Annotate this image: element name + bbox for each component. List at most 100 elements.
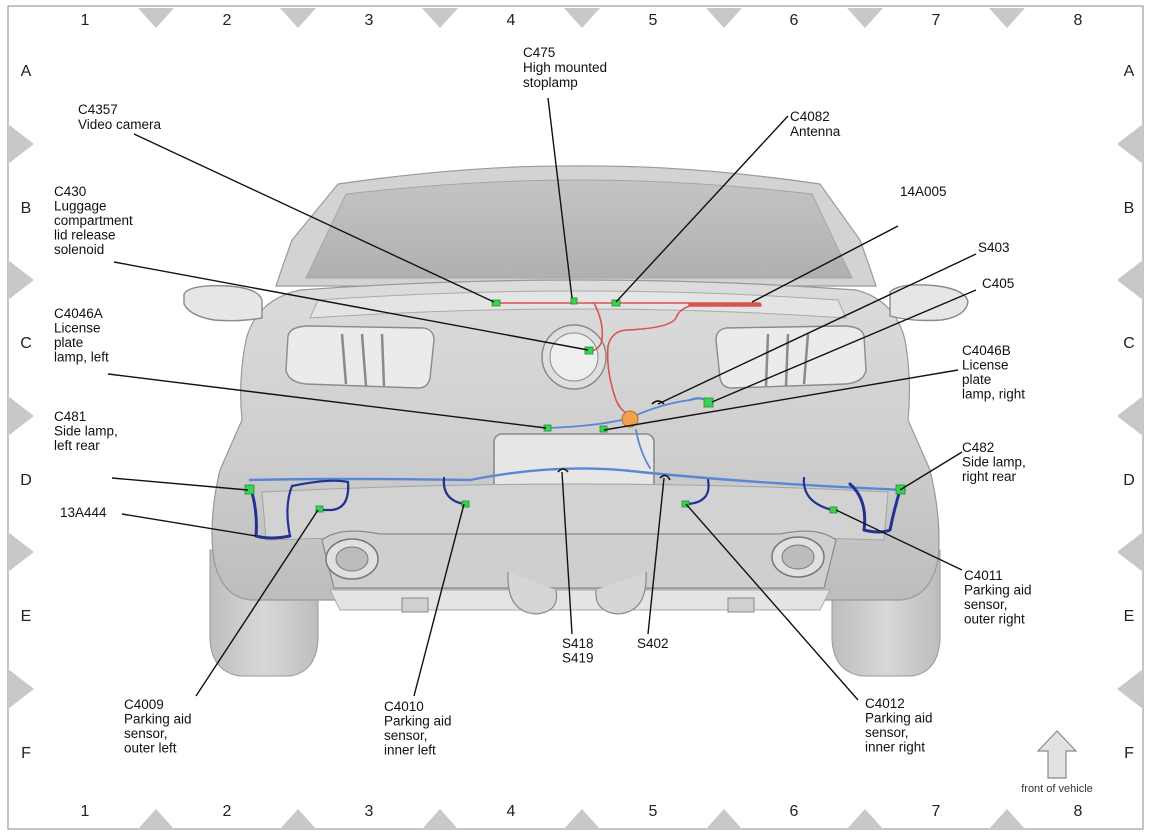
callout-c481: C481 Side lamp, left rear	[54, 409, 122, 453]
column-label-top-1: 1	[81, 12, 90, 29]
callout-s403: S403	[978, 240, 1010, 255]
splice-marks	[557, 400, 671, 481]
leader-s402	[647, 477, 665, 635]
left-taillight	[285, 325, 435, 389]
column-label-bottom-8: 8	[1074, 803, 1083, 820]
callout-c4082: C4082 Antenna	[790, 109, 841, 139]
grid-marker-top-7	[989, 8, 1025, 28]
callout-c4046b: C4046B License plate lamp, right	[962, 343, 1025, 402]
column-label-bottom-2: 2	[223, 803, 232, 820]
grid-marker-top-2	[280, 8, 316, 28]
grid-marker-bottom-4	[564, 809, 600, 829]
blue-harness-main	[248, 467, 907, 492]
leader-c4082	[615, 115, 789, 303]
leader-c481	[111, 477, 249, 491]
grid-marker-right-3	[1117, 396, 1143, 436]
deck-lid	[309, 290, 847, 319]
leader-c4357	[133, 133, 495, 303]
grid-marker-bottom-2	[280, 809, 316, 829]
grid-marker-bottom-6	[847, 809, 883, 829]
grid-labels: 1 2 3 4 5 6 7 8 1 2 3 4 5 6 7 8 A B C D …	[20, 12, 1135, 820]
splice-s403	[621, 410, 639, 428]
leader-c475	[547, 97, 573, 299]
leader-c4009	[195, 509, 319, 697]
dark-blue-harness-right	[848, 482, 902, 534]
column-label-bottom-7: 7	[932, 803, 941, 820]
grid-marker-top-3	[422, 8, 458, 28]
right-taillight	[715, 325, 867, 389]
row-label-right-f: F	[1124, 745, 1134, 762]
connector-c4011	[829, 506, 838, 514]
left-mirror	[183, 284, 263, 322]
grid-marker-top-4	[564, 8, 600, 28]
callout-c4009: C4009 Parking aid sensor, outer left	[124, 697, 195, 756]
grid-marker-top-6	[847, 8, 883, 28]
grid-marker-right-4	[1117, 532, 1143, 572]
callout-s418-s419: S418 S419	[562, 636, 597, 666]
callout-c482: C482 Side lamp, right rear	[962, 440, 1030, 484]
callout-c4012: C4012 Parking aid sensor, inner right	[865, 696, 936, 755]
leader-s418	[561, 471, 573, 635]
row-label-left-d: D	[20, 472, 32, 489]
connector-c4082	[611, 299, 621, 307]
column-label-top-6: 6	[790, 12, 799, 29]
grid-marker-top-5	[706, 8, 742, 28]
row-label-right-e: E	[1124, 608, 1135, 625]
callout-c430: C430 Luggage compartment lid release sol…	[54, 184, 137, 257]
row-label-left-c: C	[20, 335, 32, 352]
grid-marker-bottom-7	[989, 809, 1025, 829]
leader-c4046b	[603, 369, 959, 431]
column-label-top-8: 8	[1074, 12, 1083, 29]
row-label-right-c: C	[1123, 335, 1135, 352]
column-label-bottom-4: 4	[507, 803, 516, 820]
grid-marker-right-5	[1117, 669, 1143, 709]
grid-marker-left-2	[8, 260, 34, 300]
row-label-right-a: A	[1124, 63, 1135, 80]
column-label-top-2: 2	[223, 12, 232, 29]
callout-c4011: C4011 Parking aid sensor, outer right	[964, 568, 1035, 627]
rear-diffuser	[321, 530, 837, 589]
grid-marker-top-1	[138, 8, 174, 28]
rear-window	[305, 179, 853, 279]
callout-c4046a: C4046A License plate lamp, left	[54, 306, 109, 365]
grid-marker-left-4	[8, 532, 34, 572]
column-label-top-4: 4	[507, 12, 516, 29]
leader-c405	[711, 289, 977, 403]
column-label-top-5: 5	[649, 12, 658, 29]
connector-c4010	[461, 500, 470, 508]
connector-c405	[703, 397, 714, 408]
grid-marker-right-2	[1117, 260, 1143, 300]
grid-marker-right-1	[1117, 124, 1143, 164]
leader-13a444	[121, 513, 257, 537]
callout-labels: C475 High mounted stoplamp C4357 Video c…	[54, 45, 1035, 758]
grid-marker-left-1	[8, 124, 34, 164]
leader-14a005	[751, 225, 899, 303]
front-of-vehicle-indicator: front of vehicle	[1021, 730, 1093, 795]
vehicle-rear-illustration	[183, 165, 969, 677]
callout-14a005: 14A005	[900, 184, 947, 199]
callout-c475: C475 High mounted stoplamp	[523, 45, 611, 90]
callout-c4010: C4010 Parking aid sensor, inner left	[384, 699, 455, 758]
grid-marker-left-3	[8, 396, 34, 436]
row-label-left-e: E	[21, 608, 32, 625]
leader-c4010	[413, 503, 465, 697]
callout-s402: S402	[637, 636, 669, 651]
row-label-left-a: A	[21, 63, 32, 80]
front-of-vehicle-label: front of vehicle	[1021, 783, 1093, 795]
row-label-left-b: B	[21, 200, 32, 217]
connector-c430	[584, 346, 594, 355]
callout-13a444: 13A444	[60, 505, 107, 520]
column-label-bottom-5: 5	[649, 803, 658, 820]
grid-markers	[8, 8, 1143, 829]
column-label-bottom-3: 3	[365, 803, 374, 820]
leader-lines	[107, 97, 977, 701]
up-arrow-icon	[1036, 730, 1078, 779]
column-label-top-7: 7	[932, 12, 941, 29]
leader-c4012	[685, 503, 859, 701]
connector-c4357	[491, 299, 501, 307]
leader-s403	[657, 253, 977, 405]
column-label-top-3: 3	[365, 12, 374, 29]
leader-c482	[899, 451, 963, 491]
grid-marker-bottom-3	[422, 809, 458, 829]
